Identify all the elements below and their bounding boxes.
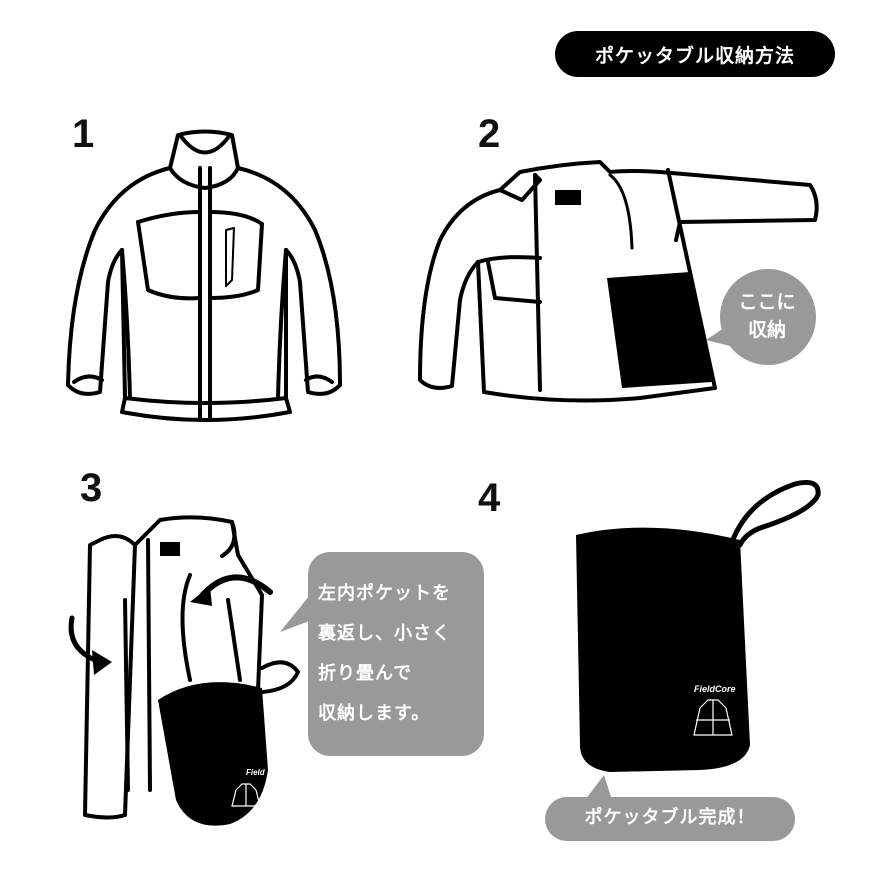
bubble-line: ここに — [738, 291, 796, 313]
brand-logo-small: Field — [246, 768, 265, 777]
bubble-line: 収納します。 — [318, 703, 431, 724]
pouch-loop — [729, 479, 821, 548]
packed-pouch — [576, 527, 750, 772]
page-title: ポケッタブル収納方法 — [555, 31, 835, 77]
inner-pocket — [607, 272, 712, 388]
small-pouch — [158, 682, 268, 826]
step-4-number: 4 — [478, 476, 501, 520]
step-3-number: 3 — [80, 466, 103, 510]
step-2-number: 2 — [478, 112, 501, 156]
bubble-line: 折り畳んで — [318, 663, 413, 684]
complete-bubble: ポケッタブル完成！ — [584, 807, 756, 828]
jacket-closed-illustration — [66, 129, 342, 422]
brand-logo: FieldCore — [694, 684, 736, 694]
speech-bubbles — [280, 269, 816, 841]
bubble-line: 左内ポケットを — [318, 583, 451, 604]
bubble-line: 収納 — [747, 319, 786, 341]
instruction-bubble: 左内ポケットを 裏返し、小さく 折り畳んで 収納します。 — [318, 574, 478, 734]
bubble-line: 裏返し、小さく — [318, 623, 451, 644]
jacket-folding-illustration — [83, 515, 300, 820]
jacket-open-illustration — [418, 160, 819, 403]
store-here-bubble: ここに 収納 — [722, 288, 812, 344]
step-1-number: 1 — [72, 112, 95, 156]
